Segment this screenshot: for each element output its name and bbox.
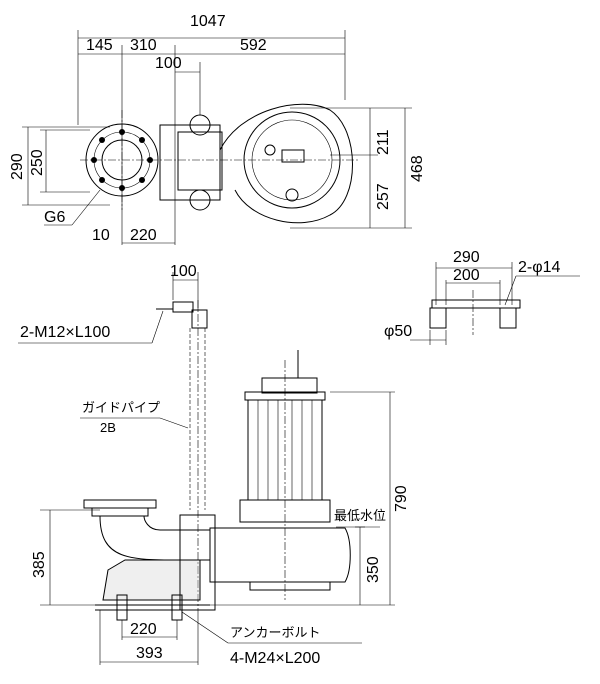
dim-1047: 1047 — [190, 13, 226, 30]
dim-100-top: 100 — [155, 55, 182, 72]
dim-393: 393 — [136, 645, 163, 662]
dim-790: 790 — [393, 485, 410, 512]
hole-label: 2-φ14 — [518, 259, 561, 276]
dim-592: 592 — [240, 37, 267, 54]
dim-145: 145 — [86, 37, 113, 54]
dim-385: 385 — [31, 551, 48, 578]
min-water-level: 最低水位 — [334, 508, 386, 523]
dia-label: φ50 — [384, 323, 412, 340]
base-view: 290 200 2-φ14 φ50 — [384, 249, 580, 345]
dim-211: 211 — [375, 129, 392, 155]
dim-250-left: 250 — [29, 149, 46, 176]
dim-310: 310 — [130, 37, 157, 54]
dim-100: 100 — [170, 263, 197, 280]
dim-468: 468 — [409, 155, 426, 182]
bolt-label: 2-M12×L100 — [20, 324, 110, 341]
dim-350: 350 — [365, 556, 382, 583]
base-dim-200: 200 — [453, 267, 480, 284]
anchor-size: 4-M24×L200 — [230, 650, 320, 667]
guide-pipe-label: ガイドパイプ — [82, 400, 160, 415]
dim-220: 220 — [130, 621, 157, 638]
dim-220-plan: 220 — [130, 227, 157, 244]
plan-view: 1047 145 310 592 100 290 250 G6 10 220 2… — [9, 13, 426, 245]
flange-label: G6 — [44, 209, 65, 226]
dim-290-left: 290 — [9, 153, 26, 180]
dim-257: 257 — [375, 183, 392, 210]
base-dim-290: 290 — [453, 249, 480, 266]
guide-pipe-size: 2B — [100, 420, 116, 435]
anchor-label: アンカーボルト — [230, 625, 320, 640]
side-view: 100 2-M12×L100 ガイドパイプ 2B 最低水位 790 385 35… — [18, 263, 410, 667]
dim-10: 10 — [92, 227, 110, 244]
